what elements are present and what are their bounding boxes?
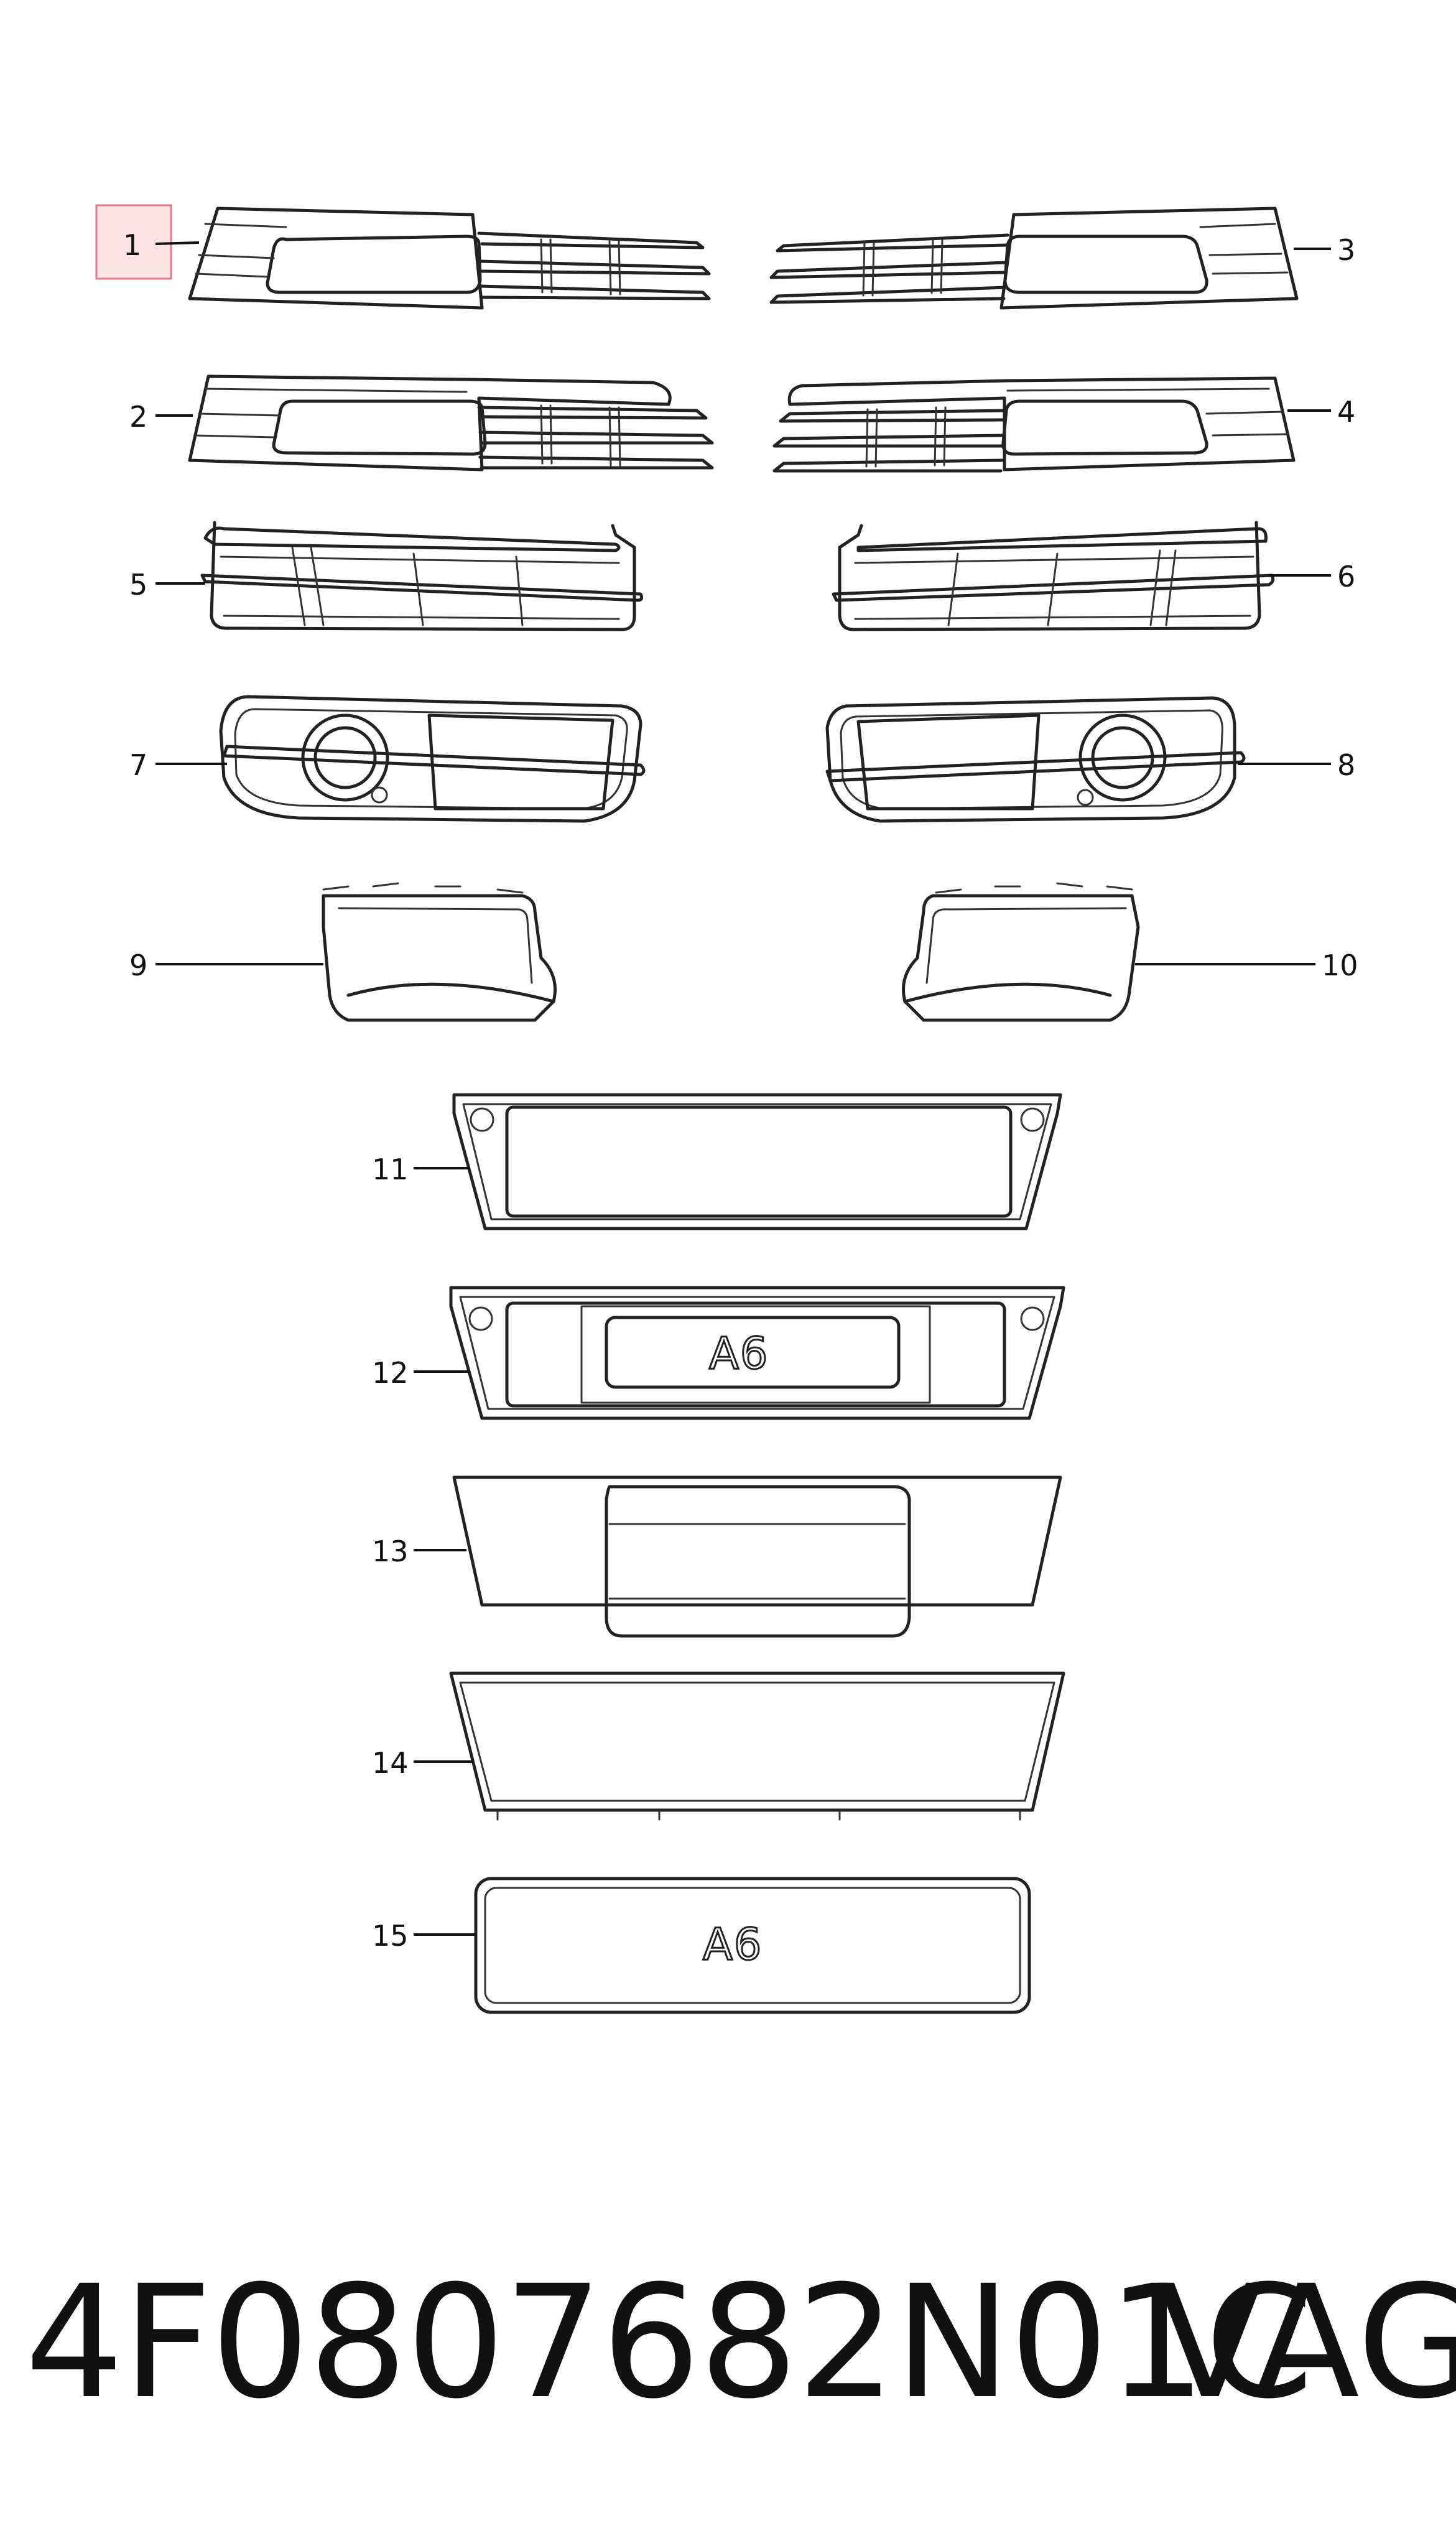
callout-7[interactable]: 7: [129, 748, 147, 782]
callout-2[interactable]: 2: [129, 400, 147, 434]
part-1-grille-upper-left: [188, 207, 711, 310]
callout-3[interactable]: 3: [1337, 233, 1355, 267]
part-3-grille-upper-right: [769, 207, 1299, 310]
callout-15[interactable]: 15: [372, 1919, 409, 1953]
callout-14[interactable]: 14: [372, 1746, 409, 1780]
callout-10[interactable]: 10: [1322, 949, 1358, 982]
emblem-text-part-15: A6: [703, 1919, 763, 1970]
part-7-fog-cover-left: [219, 695, 646, 823]
part-8-fog-cover-right: [825, 696, 1246, 823]
callout-4[interactable]: 4: [1337, 395, 1355, 429]
part-2-grille-mid-left: [188, 374, 714, 472]
part-5-grille-frame-left: [200, 521, 644, 631]
part-14-grille-cover: [449, 1671, 1065, 1821]
part-13-grille-center-plate: [452, 1475, 1062, 1638]
callout-9[interactable]: 9: [129, 949, 147, 982]
part-4-grille-mid-right: [772, 376, 1296, 473]
emblem-text-part-12: A6: [709, 1328, 769, 1379]
callout-8[interactable]: 8: [1337, 748, 1355, 782]
part-10-bracket-right: [902, 882, 1140, 1022]
callout-5[interactable]: 5: [129, 568, 147, 602]
callout-1-highlight[interactable]: [95, 204, 172, 280]
brand-text: VAG: [1157, 2252, 1456, 2433]
callout-6[interactable]: 6: [1337, 560, 1355, 593]
part-11-grille-center: [452, 1093, 1062, 1230]
part-6-grille-frame-right: [832, 521, 1275, 631]
callout-1[interactable]: 1: [123, 228, 141, 262]
part-9-bracket-left: [322, 882, 557, 1022]
part-number-text: 4F0807682N01C: [25, 2252, 1314, 2433]
callout-11[interactable]: 11: [372, 1153, 409, 1186]
leader-lines: [155, 241, 1331, 1936]
part-12-grille-center-emblem: [449, 1286, 1065, 1420]
callout-13[interactable]: 13: [372, 1535, 409, 1568]
part-15-emblem-plate: [474, 1877, 1031, 2014]
callout-12[interactable]: 12: [372, 1356, 409, 1390]
